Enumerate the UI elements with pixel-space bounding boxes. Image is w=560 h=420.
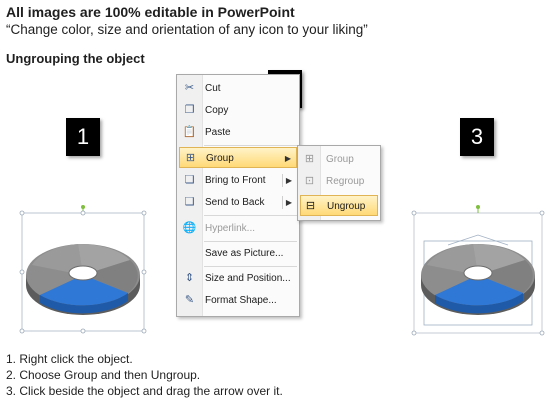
segment-outline	[447, 234, 509, 246]
instruction-step: 1. Right click the object.	[6, 352, 133, 366]
resize-handle[interactable]	[141, 269, 147, 275]
menu-item-copy[interactable]: ❐ Copy	[179, 100, 297, 121]
group-icon: ⊞	[304, 153, 315, 165]
submenu-item-regroup: ⊡ Regroup	[300, 171, 378, 192]
bring-to-front-icon: ❏	[184, 174, 195, 186]
instruction-step: 3. Click beside the object and drag the …	[6, 384, 283, 398]
menu-item-label: Cut	[205, 83, 221, 94]
menu-item-size-and-position[interactable]: ⇕ Size and Position...	[179, 268, 297, 289]
submenu-item-label: Regroup	[326, 176, 365, 187]
ring-hole	[68, 265, 98, 281]
menu-divider	[204, 241, 297, 242]
submenu-item-group: ⊞ Group	[300, 149, 378, 170]
resize-handle[interactable]	[80, 210, 86, 216]
grouped-ring-object[interactable]	[18, 205, 148, 335]
ungroup-icon: ⊟	[305, 200, 316, 212]
menu-item-send-to-back[interactable]: ❑ Send to Back ▶	[179, 192, 297, 213]
page-subtitle: “Change color, size and orientation of a…	[6, 22, 368, 37]
ungrouped-ring-object[interactable]	[408, 205, 548, 337]
menu-item-format-shape[interactable]: ✎ Format Shape...	[179, 290, 297, 311]
context-menu: ✂ Cut ❐ Copy 📋 Paste ⊞ Group ▶ ❏ Bring t…	[176, 74, 300, 317]
resize-handle[interactable]	[19, 328, 25, 334]
resize-handle[interactable]	[411, 210, 417, 216]
menu-item-label: Hyperlink...	[205, 223, 256, 234]
submenu-arrow-icon[interactable]: ▶	[285, 176, 292, 185]
resize-handle[interactable]	[539, 330, 545, 336]
resize-handle[interactable]	[80, 328, 86, 334]
step-badge-3: 3	[460, 118, 494, 156]
scissors-icon: ✂	[184, 82, 195, 94]
blue-segment-side	[435, 293, 523, 314]
group-icon: ⊞	[185, 152, 196, 164]
menu-divider	[204, 145, 297, 146]
instruction-list: 1. Right click the object. 2. Choose Gro…	[6, 351, 283, 399]
ring-segment	[427, 244, 478, 275]
instruction-step: 2. Choose Group and then Ungroup.	[6, 368, 201, 382]
menu-item-cut[interactable]: ✂ Cut	[179, 78, 297, 99]
menu-item-label: Paste	[205, 127, 231, 138]
menu-item-hyperlink: 🌐 Hyperlink...	[179, 218, 297, 239]
ring-segment	[478, 260, 533, 293]
menu-item-label: Group	[206, 153, 234, 164]
menu-divider	[204, 266, 297, 267]
size-position-icon: ⇕	[184, 272, 195, 284]
resize-handle[interactable]	[411, 330, 417, 336]
format-shape-icon: ✎	[184, 294, 195, 306]
menu-divider	[204, 215, 297, 216]
submenu-item-ungroup[interactable]: ⊟ Ungroup	[300, 195, 378, 216]
hyperlink-icon: 🌐	[182, 222, 197, 234]
menu-icon-gutter	[177, 75, 203, 316]
section-heading: Ungrouping the object	[6, 51, 145, 66]
menu-item-label: Copy	[205, 105, 229, 116]
menu-item-group[interactable]: ⊞ Group ▶	[179, 147, 297, 168]
group-submenu: ⊞ Group ⊡ Regroup ⊟ Ungroup	[297, 145, 381, 221]
step-badge-1: 1	[66, 118, 100, 156]
menu-item-label: Bring to Front	[205, 175, 266, 186]
menu-item-save-as-picture[interactable]: Save as Picture...	[179, 243, 297, 264]
blue-ring-segment	[40, 275, 128, 306]
menu-item-label: Size and Position...	[205, 273, 291, 284]
resize-handle[interactable]	[539, 210, 545, 216]
rotate-handle[interactable]	[476, 205, 480, 209]
ring-segment	[83, 260, 138, 293]
menu-item-paste[interactable]: 📋 Paste	[179, 122, 297, 143]
resize-handle[interactable]	[141, 210, 147, 216]
send-to-back-icon: ❑	[184, 196, 195, 208]
menu-item-label: Save as Picture...	[205, 248, 284, 259]
submenu-item-label: Ungroup	[327, 201, 366, 212]
split-divider	[282, 196, 283, 209]
ring-hole	[463, 265, 493, 281]
rotate-handle[interactable]	[81, 205, 85, 209]
copy-icon: ❐	[184, 104, 195, 116]
menu-item-label: Send to Back	[205, 197, 265, 208]
regroup-icon: ⊡	[304, 175, 315, 187]
submenu-arrow-icon: ▶	[284, 154, 291, 163]
ring-segment	[32, 244, 83, 275]
page-title: All images are 100% editable in PowerPoi…	[6, 4, 295, 20]
blue-segment-side	[40, 293, 128, 314]
resize-handle[interactable]	[19, 210, 25, 216]
resize-handle[interactable]	[19, 269, 25, 275]
paste-icon: 📋	[182, 126, 197, 138]
split-divider	[282, 174, 283, 187]
submenu-item-label: Group	[326, 154, 354, 165]
menu-item-label: Format Shape...	[205, 295, 277, 306]
menu-item-bring-to-front[interactable]: ❏ Bring to Front ▶	[179, 170, 297, 191]
blue-ring-segment	[435, 275, 523, 306]
resize-handle[interactable]	[141, 328, 147, 334]
submenu-arrow-icon[interactable]: ▶	[285, 198, 292, 207]
